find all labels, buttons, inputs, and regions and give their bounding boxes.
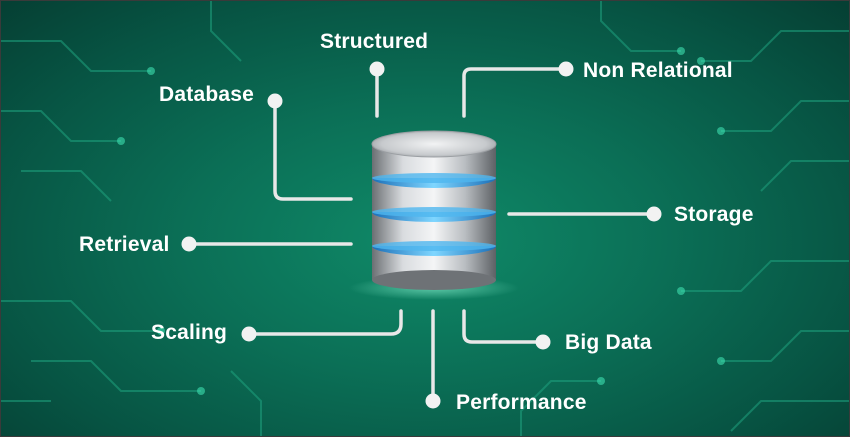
node-database bbox=[267, 93, 283, 109]
label-big-data: Big Data bbox=[565, 331, 652, 354]
node-storage bbox=[646, 206, 662, 222]
node-big-data bbox=[535, 334, 551, 350]
connector-big-data bbox=[462, 309, 543, 344]
label-non-relational: Non Relational bbox=[583, 59, 733, 82]
label-storage: Storage bbox=[674, 203, 754, 226]
node-scaling bbox=[241, 326, 257, 342]
label-scaling: Scaling bbox=[151, 321, 228, 344]
node-non-relational bbox=[558, 61, 574, 77]
connector-non-relational bbox=[462, 67, 568, 118]
connector-scaling bbox=[247, 309, 403, 336]
node-retrieval bbox=[181, 236, 197, 252]
label-structured: Structured bbox=[320, 30, 429, 53]
node-structured bbox=[369, 61, 385, 77]
database-server-icon bbox=[349, 130, 519, 300]
connector-database bbox=[273, 99, 353, 201]
node-performance bbox=[425, 393, 441, 409]
label-database: Database bbox=[159, 83, 254, 106]
label-retrieval: Retrieval bbox=[79, 233, 170, 256]
label-performance: Performance bbox=[456, 391, 587, 414]
